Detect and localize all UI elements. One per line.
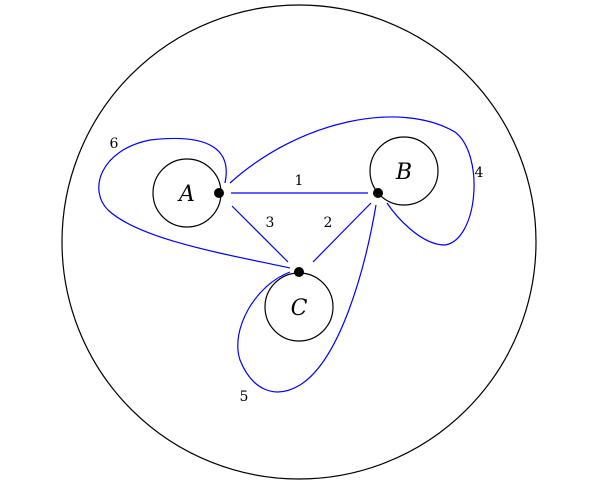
vertex-b	[373, 188, 383, 198]
node-label-b: B	[395, 160, 412, 185]
node-label-c: C	[291, 296, 308, 321]
edge-label-3: 3	[266, 215, 275, 231]
edge-6	[98, 137, 291, 269]
edge-label-1: 1	[295, 173, 304, 189]
outer-boundary-circle	[61, 4, 537, 480]
edge-4	[229, 116, 475, 246]
edge-label-5: 5	[240, 389, 249, 405]
vertex-a	[214, 188, 224, 198]
edge-5	[237, 204, 377, 393]
edge-label-4: 4	[475, 165, 484, 181]
vertex-c	[294, 267, 304, 277]
edge-label-6: 6	[110, 136, 119, 152]
edge-3	[231, 205, 289, 263]
hole-circle-b	[369, 136, 439, 206]
node-label-a: A	[177, 182, 195, 207]
edge-label-2: 2	[324, 215, 333, 231]
edge-2	[312, 202, 372, 263]
